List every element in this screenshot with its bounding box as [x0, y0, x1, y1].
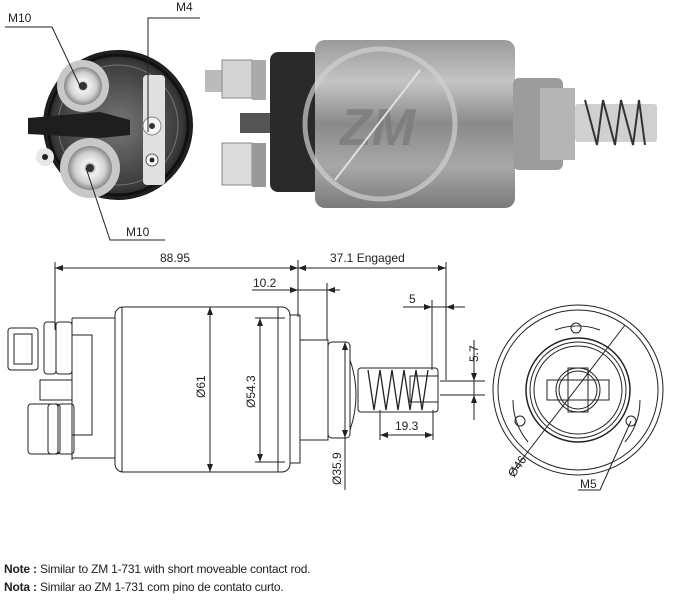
- note-portuguese-label: Nota :: [4, 580, 37, 594]
- dim-nose-diameter: Ø35.9: [330, 452, 344, 485]
- label-m4: M4: [176, 0, 193, 14]
- dim-rod-end: 5: [409, 292, 416, 306]
- dim-rod-width: 5.7: [467, 345, 481, 362]
- note-english: Note : Similar to ZM 1-731 with short mo…: [4, 562, 311, 576]
- side-view-dimension-labels: 88.95 37.1 Engaged 10.2 5 19.3 Ø61 Ø54.3…: [160, 251, 481, 485]
- watermark-logo: [302, 46, 458, 202]
- note-portuguese-text: Similar ao ZM 1-731 com pino de contato …: [39, 580, 284, 594]
- dim-engaged-stroke: 37.1 Engaged: [330, 251, 405, 265]
- note-portuguese: Nota : Similar ao ZM 1-731 com pino de c…: [4, 580, 284, 594]
- rear-view-photo: M10 M4 M10: [5, 0, 200, 241]
- side-view-arrows: [55, 265, 477, 472]
- watermark-text: ZM: [338, 99, 417, 157]
- dim-flange-offset: 10.2: [253, 276, 277, 290]
- side-view-photo: ZM: [205, 40, 657, 208]
- front-view-dimension-labels: Ø46 M5: [505, 453, 597, 491]
- label-m10-bottom: M10: [126, 225, 150, 239]
- label-m10-top: M10: [8, 11, 32, 25]
- front-view-drawing: [492, 304, 664, 491]
- note-english-label: Note :: [4, 562, 37, 576]
- note-english-text: Similar to ZM 1-731 with short moveable …: [39, 562, 311, 576]
- side-view-drawing: [7, 260, 485, 490]
- dim-inner-diameter: Ø54.3: [244, 375, 258, 408]
- dim-spring-length: 19.3: [395, 419, 419, 433]
- dim-body-diameter: Ø61: [194, 375, 208, 398]
- dim-thread: M5: [580, 477, 597, 491]
- dim-overall-length: 88.95: [160, 251, 190, 265]
